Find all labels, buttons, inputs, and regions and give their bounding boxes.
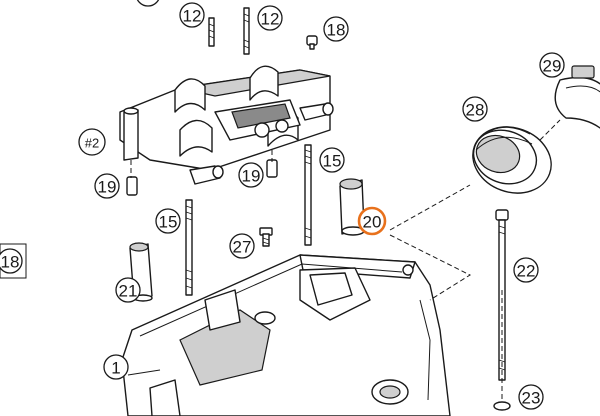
- callout-27-label: 27: [233, 238, 252, 257]
- callout-1-label: 1: [111, 359, 120, 378]
- callout-15a: 15: [319, 147, 345, 173]
- callout-19a: 19: [238, 162, 264, 188]
- callout-1: 1: [103, 354, 129, 380]
- callout-18a: 18: [323, 16, 349, 42]
- callout-top-partial: [136, 0, 160, 7]
- callout-15b-label: 15: [159, 213, 178, 232]
- callout-sub2: #2: [78, 128, 106, 156]
- callout-15b: 15: [155, 208, 181, 234]
- rocker-carrier-assembly: [119, 65, 334, 185]
- stud-bolts: [185, 7, 312, 296]
- callout-19a-label: 19: [242, 167, 261, 186]
- callout-28-label: 28: [466, 101, 485, 120]
- callout-19b: 19: [94, 173, 120, 199]
- callout-23-label: 23: [522, 389, 541, 408]
- callout-18b-boxed: 18: [0, 243, 27, 279]
- callout-12a-label: 12: [183, 7, 202, 26]
- callout-22: 22: [513, 257, 539, 283]
- callout-21: 21: [115, 277, 141, 303]
- hose-clamp: [554, 65, 600, 129]
- callout-19b-label: 19: [98, 178, 117, 197]
- callout-29: 29: [539, 52, 565, 78]
- callout-15a-label: 15: [323, 152, 342, 171]
- cylinder-head-part: [121, 254, 451, 416]
- callout-21-label: 21: [119, 282, 138, 301]
- callout-18a-label: 18: [327, 21, 346, 40]
- callout-12a: 12: [179, 2, 205, 28]
- callout-22-label: 22: [517, 262, 536, 281]
- assembly-lines: [130, 119, 561, 400]
- callout-20-label: 20: [363, 213, 382, 232]
- callout-12b: 12: [257, 5, 283, 31]
- callout-29-label: 29: [543, 57, 562, 76]
- callout-23: 23: [518, 384, 544, 410]
- callout-18b-label: 18: [1, 253, 20, 272]
- intake-flange: [472, 126, 552, 194]
- callout-27: 27: [229, 233, 255, 259]
- callout-12b-label: 12: [261, 10, 280, 29]
- small-fasteners: [126, 35, 318, 247]
- callout-20-highlighted: 20: [357, 206, 387, 236]
- callout-sub2-label: #2: [85, 136, 99, 151]
- callout-28: 28: [462, 96, 488, 122]
